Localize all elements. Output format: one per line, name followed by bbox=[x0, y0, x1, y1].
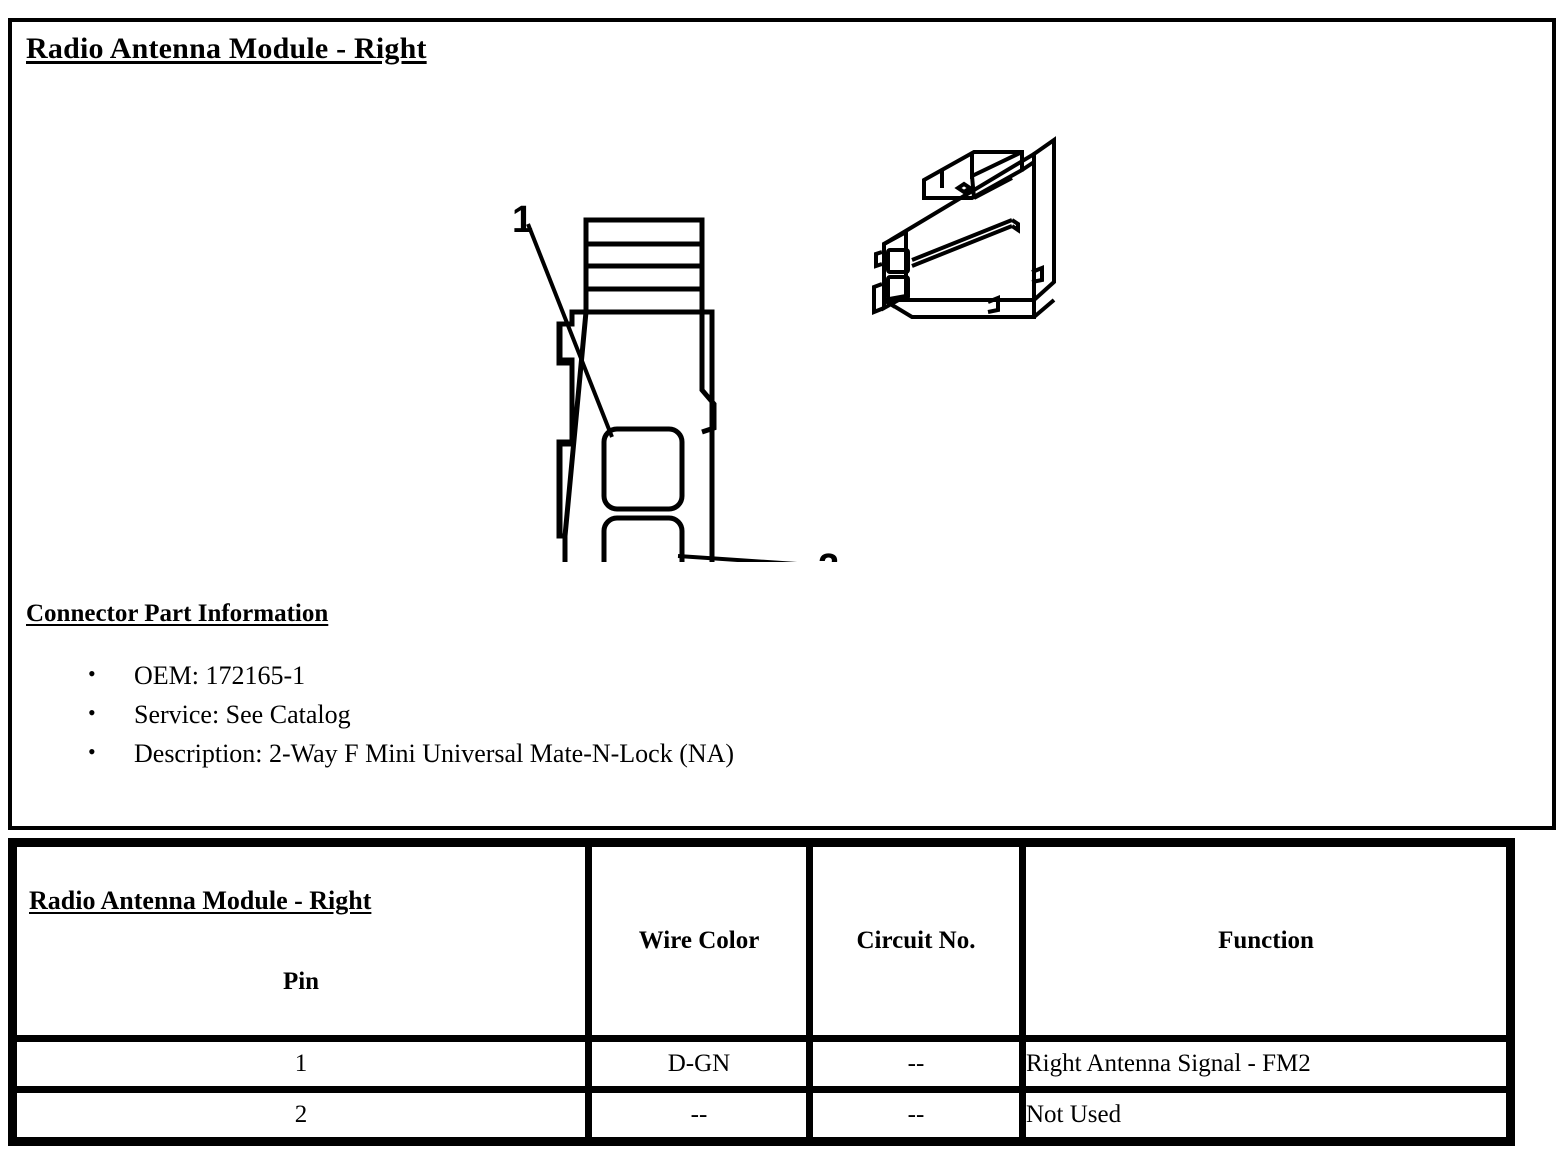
table-header-row: Radio Antenna Module - Right Pin Wire Co… bbox=[15, 845, 1508, 1037]
table-row: 1 D-GN -- Right Antenna Signal - FM2 bbox=[15, 1040, 1508, 1088]
cell-wire-color: D-GN bbox=[590, 1040, 808, 1088]
column-header-pin-title: Radio Antenna Module - Right bbox=[29, 886, 372, 915]
part-info-item-service: Service: See Catalog bbox=[26, 693, 1426, 734]
cell-function: Not Used bbox=[1024, 1091, 1508, 1139]
pin-1-cavity bbox=[601, 426, 685, 512]
column-header-pin-sub: Pin bbox=[282, 968, 320, 995]
page-title: Radio Antenna Module - Right bbox=[26, 32, 427, 65]
cell-pin: 1 bbox=[15, 1040, 587, 1088]
connector-figure: 1 2 bbox=[12, 132, 1552, 562]
cell-circuit-no: -- bbox=[811, 1040, 1021, 1088]
column-header-wire-color: Wire Color bbox=[590, 845, 808, 1037]
connector-isometric-view bbox=[872, 136, 1056, 319]
column-header-function: Function bbox=[1024, 845, 1508, 1037]
connector-info-panel: Radio Antenna Module - Right bbox=[8, 18, 1556, 830]
connector-face-view bbox=[526, 217, 798, 562]
cell-wire-color: -- bbox=[590, 1091, 808, 1139]
part-info-heading: Connector Part Information bbox=[26, 600, 329, 627]
cell-function: Right Antenna Signal - FM2 bbox=[1024, 1040, 1508, 1088]
part-info-item-description: Description: 2-Way F Mini Universal Mate… bbox=[26, 732, 1426, 773]
column-header-circuit-no: Circuit No. bbox=[811, 845, 1021, 1037]
table-row: 2 -- -- Not Used bbox=[15, 1091, 1508, 1139]
part-info-list: OEM: 172165-1 Service: See Catalog Descr… bbox=[26, 654, 1426, 773]
cell-circuit-no: -- bbox=[811, 1091, 1021, 1139]
pin-table-container: Radio Antenna Module - Right Pin Wire Co… bbox=[8, 838, 1515, 1146]
callout-label-2: 2 bbox=[818, 547, 839, 562]
connector-part-information: Connector Part Information OEM: 172165-1… bbox=[26, 600, 1426, 773]
callout-label-1: 1 bbox=[512, 199, 533, 241]
column-header-pin: Radio Antenna Module - Right Pin bbox=[15, 845, 587, 1037]
part-info-item-oem: OEM: 172165-1 bbox=[26, 654, 1426, 695]
pin-2-cavity bbox=[601, 515, 685, 562]
cell-pin: 2 bbox=[15, 1091, 587, 1139]
pin-table: Radio Antenna Module - Right Pin Wire Co… bbox=[8, 838, 1515, 1146]
